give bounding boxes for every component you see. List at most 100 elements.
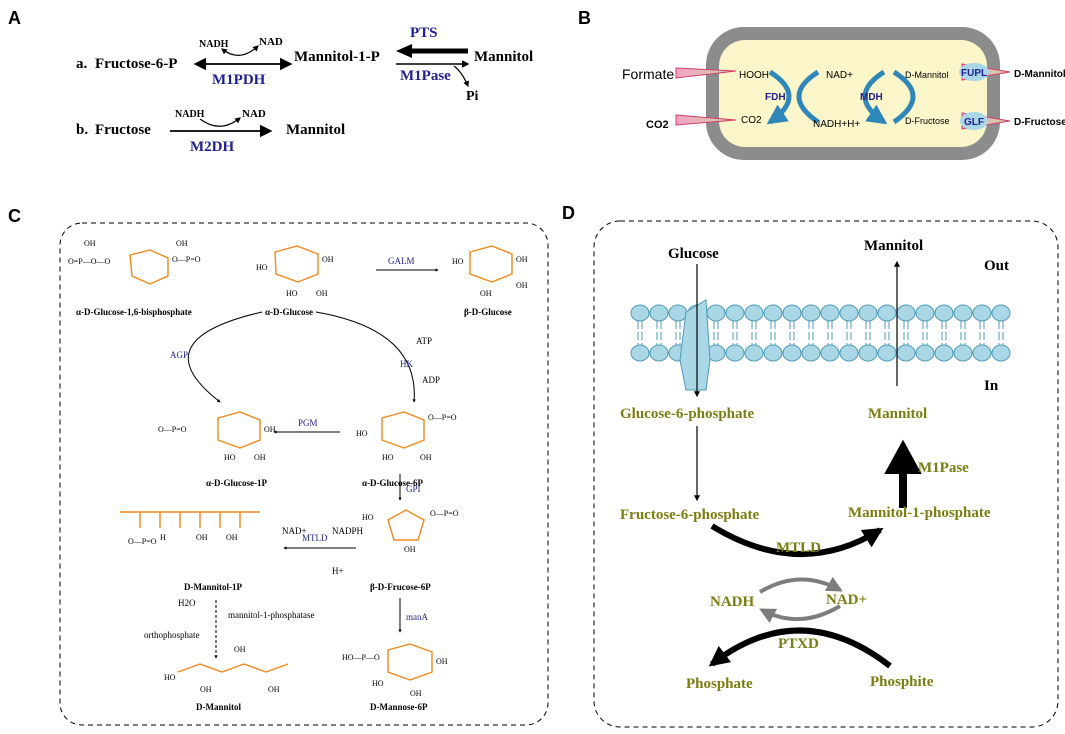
formate-label: Formate bbox=[622, 66, 674, 82]
fupl-label: FUPL bbox=[961, 68, 987, 79]
row-a-m1pase: M1Pase bbox=[400, 68, 451, 84]
row-b-nadh: NADH bbox=[175, 109, 205, 120]
co2-in-label: CO2 bbox=[741, 115, 762, 126]
mdh-arc-left bbox=[862, 69, 888, 125]
mdh-arc-right bbox=[892, 69, 916, 125]
lipid-head bbox=[953, 304, 973, 322]
structure-bisphosphate bbox=[129, 249, 169, 285]
svg-text:OH: OH bbox=[404, 545, 416, 554]
mana-label: manA bbox=[406, 612, 428, 622]
row-a-prefix: a. bbox=[76, 56, 88, 72]
row-a-nadh: NADH bbox=[199, 39, 229, 50]
c-mtld-label: MTLD bbox=[302, 533, 328, 543]
panel-b: Formate CO2 HOOH CO2 FDH NAD+ NADH+H+ MD… bbox=[622, 27, 1065, 160]
fructose-6p-label: β-D-Frucose-6P bbox=[370, 582, 431, 592]
panel-label-c: C bbox=[8, 206, 21, 226]
lipid-head bbox=[744, 304, 764, 322]
nad-plus-label: NAD+ bbox=[826, 70, 853, 81]
svg-text:OH: OH bbox=[84, 239, 96, 248]
c-nad-plus-label: NAD+ bbox=[282, 526, 307, 536]
lipid-head bbox=[934, 344, 954, 362]
structure-fructose-6p bbox=[387, 509, 425, 541]
svg-text:OH: OH bbox=[254, 453, 266, 462]
svg-text:O—P=O: O—P=O bbox=[430, 509, 459, 518]
row-a-substrate: Fructose-6-P bbox=[95, 56, 177, 72]
row-b-product: Mannitol bbox=[286, 122, 345, 138]
svg-text:HO: HO bbox=[256, 263, 268, 272]
structure-mannose-6p bbox=[387, 643, 433, 681]
structure-glucose-6p bbox=[381, 411, 425, 449]
svg-text:OH: OH bbox=[316, 289, 328, 298]
svg-text:OH: OH bbox=[226, 533, 238, 542]
m1p-label: Mannitol-1-phosphate bbox=[848, 505, 991, 521]
panel-label-a: A bbox=[8, 8, 21, 28]
agp-label: AGP bbox=[170, 350, 188, 360]
row-b-m2dh: M2DH bbox=[190, 139, 234, 155]
cytoplasm bbox=[719, 40, 987, 147]
panel-d: Glucose Mannitol Out In Glucose-6-phosph… bbox=[593, 220, 1059, 728]
d-fructose-out-label: D-Fructose bbox=[1014, 117, 1065, 128]
phosphatase-label: mannitol-1-phosphatase bbox=[228, 610, 314, 620]
lipid-head bbox=[877, 304, 897, 322]
mannitol-in-label: Mannitol bbox=[868, 406, 927, 422]
structure-glucose-1p bbox=[217, 411, 261, 449]
nadh-label: NADH bbox=[710, 594, 754, 610]
lipid-head bbox=[953, 344, 973, 362]
fdh-label: FDH bbox=[765, 92, 786, 103]
svg-text:HO: HO bbox=[362, 513, 374, 522]
row-a-pi: Pi bbox=[466, 89, 479, 104]
row-a-cofactor-arrow bbox=[221, 45, 259, 56]
svg-text:HO: HO bbox=[372, 679, 384, 688]
fupl-transporter bbox=[959, 63, 989, 81]
svg-text:OH: OH bbox=[196, 533, 208, 542]
svg-text:O—P=O: O—P=O bbox=[128, 537, 157, 546]
nadh-h-label: NADH+H+ bbox=[813, 119, 860, 130]
svg-text:HO: HO bbox=[224, 453, 236, 462]
b-glucose-label: β-D-Glucose bbox=[464, 307, 512, 317]
nadph-label: NADPH bbox=[332, 526, 364, 536]
svg-text:OH: OH bbox=[410, 689, 422, 698]
row-b-cofactor-arrow bbox=[199, 117, 241, 127]
svg-text:OH: OH bbox=[516, 281, 528, 290]
row-b-nad: NAD bbox=[242, 108, 266, 120]
d-mannitol-label: D-Mannitol bbox=[196, 702, 241, 712]
d-mannitol-out-label: D-Mannitol bbox=[1014, 69, 1065, 80]
m1pase-arrow bbox=[884, 439, 922, 508]
mannose-6p-label: D-Mannose-6P bbox=[370, 702, 428, 712]
row-a-pts-arrowhead bbox=[396, 44, 412, 58]
galm-label: GALM bbox=[388, 256, 415, 266]
row-a-pi-arrow bbox=[453, 65, 469, 88]
h-plus-label: H+ bbox=[332, 566, 344, 576]
bisphosphate-label: α-D-Glucose-1,6-bisphosphate bbox=[76, 307, 192, 317]
svg-text:O—P=O: O—P=O bbox=[428, 413, 457, 422]
svg-text:OH: OH bbox=[234, 645, 246, 654]
lipid-head bbox=[744, 344, 764, 362]
lipid-head bbox=[782, 304, 802, 322]
svg-text:HO—P—O: HO—P—O bbox=[342, 653, 380, 662]
gpi-label: GPI bbox=[406, 484, 421, 494]
lipid-head bbox=[725, 304, 745, 322]
svg-text:OH: OH bbox=[516, 255, 528, 264]
lipid-head bbox=[858, 344, 878, 362]
lipid-head bbox=[630, 344, 650, 362]
row-a-product: Mannitol bbox=[474, 49, 533, 65]
lipid-head bbox=[763, 304, 783, 322]
atp-label: ATP bbox=[416, 336, 432, 346]
g6p-label: Glucose-6-phosphate bbox=[620, 406, 755, 422]
row-a-m1pdh: M1PDH bbox=[212, 72, 266, 88]
lipid-head bbox=[991, 304, 1011, 322]
structure-a-glucose bbox=[274, 245, 319, 283]
ptxd-arc bbox=[708, 627, 892, 669]
svg-text:HO: HO bbox=[452, 257, 464, 266]
mtld-label: MTLD bbox=[776, 540, 821, 556]
panel-label-d: D bbox=[562, 203, 575, 223]
lipid-head bbox=[668, 304, 688, 322]
panel-a: a. Fructose-6-P NADH NAD M1PDH Mannitol-… bbox=[76, 25, 533, 155]
svg-text:H: H bbox=[160, 533, 166, 542]
svg-text:O—P=O: O—P=O bbox=[158, 425, 187, 434]
lipid-head bbox=[763, 344, 783, 362]
in-label: In bbox=[984, 378, 999, 394]
mannitol-1p-label: D-Mannitol-1P bbox=[184, 582, 242, 592]
row-a-pts: PTS bbox=[410, 25, 438, 41]
